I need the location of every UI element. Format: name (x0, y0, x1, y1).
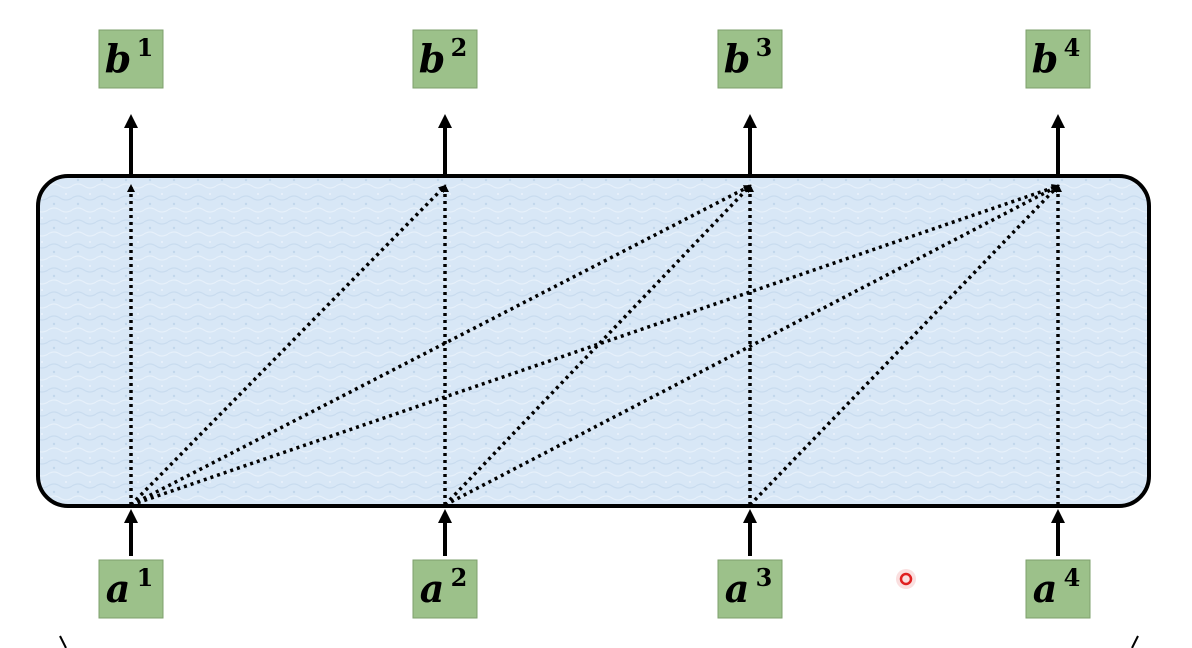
output-label-base-3: b (724, 36, 751, 81)
left-bracket-mark (59, 635, 67, 648)
input-label-base-1: a (106, 566, 131, 611)
input-label-base-2: a (420, 566, 445, 611)
output-box-2 (412, 29, 478, 89)
input-box-3 (717, 559, 783, 619)
output-label-base-4: b (1032, 36, 1059, 81)
output-label-sup-4: 4 (1064, 33, 1081, 62)
right-bracket-mark (1131, 635, 1139, 648)
input-label-sup-1: 1 (137, 563, 154, 592)
output-label-sup-2: 2 (451, 33, 468, 62)
output-box-4 (1025, 29, 1091, 89)
pointer-dot (896, 569, 916, 589)
input-label-sup-2: 2 (451, 563, 468, 592)
output-label-base-1: b (105, 36, 132, 81)
output-label-base-2: b (419, 36, 446, 81)
input-box-4 (1025, 559, 1091, 619)
attention-line-a1-b4 (130, 184, 1060, 507)
input-box-2 (412, 559, 478, 619)
output-box-3 (717, 29, 783, 89)
input-label-base-4: a (1033, 566, 1058, 611)
output-box-1 (98, 29, 164, 89)
input-box-1 (98, 559, 164, 619)
input-label-sup-3: 3 (756, 563, 773, 592)
output-label-sup-1: 1 (137, 33, 154, 62)
input-label-sup-4: 4 (1064, 563, 1081, 592)
attention-line-a1-b2 (129, 184, 447, 507)
output-label-sup-3: 3 (756, 33, 773, 62)
attention-line-a2-b4 (444, 184, 1060, 507)
attention-connections (127, 184, 1062, 507)
input-label-base-3: a (725, 566, 750, 611)
attention-block (36, 174, 1151, 508)
